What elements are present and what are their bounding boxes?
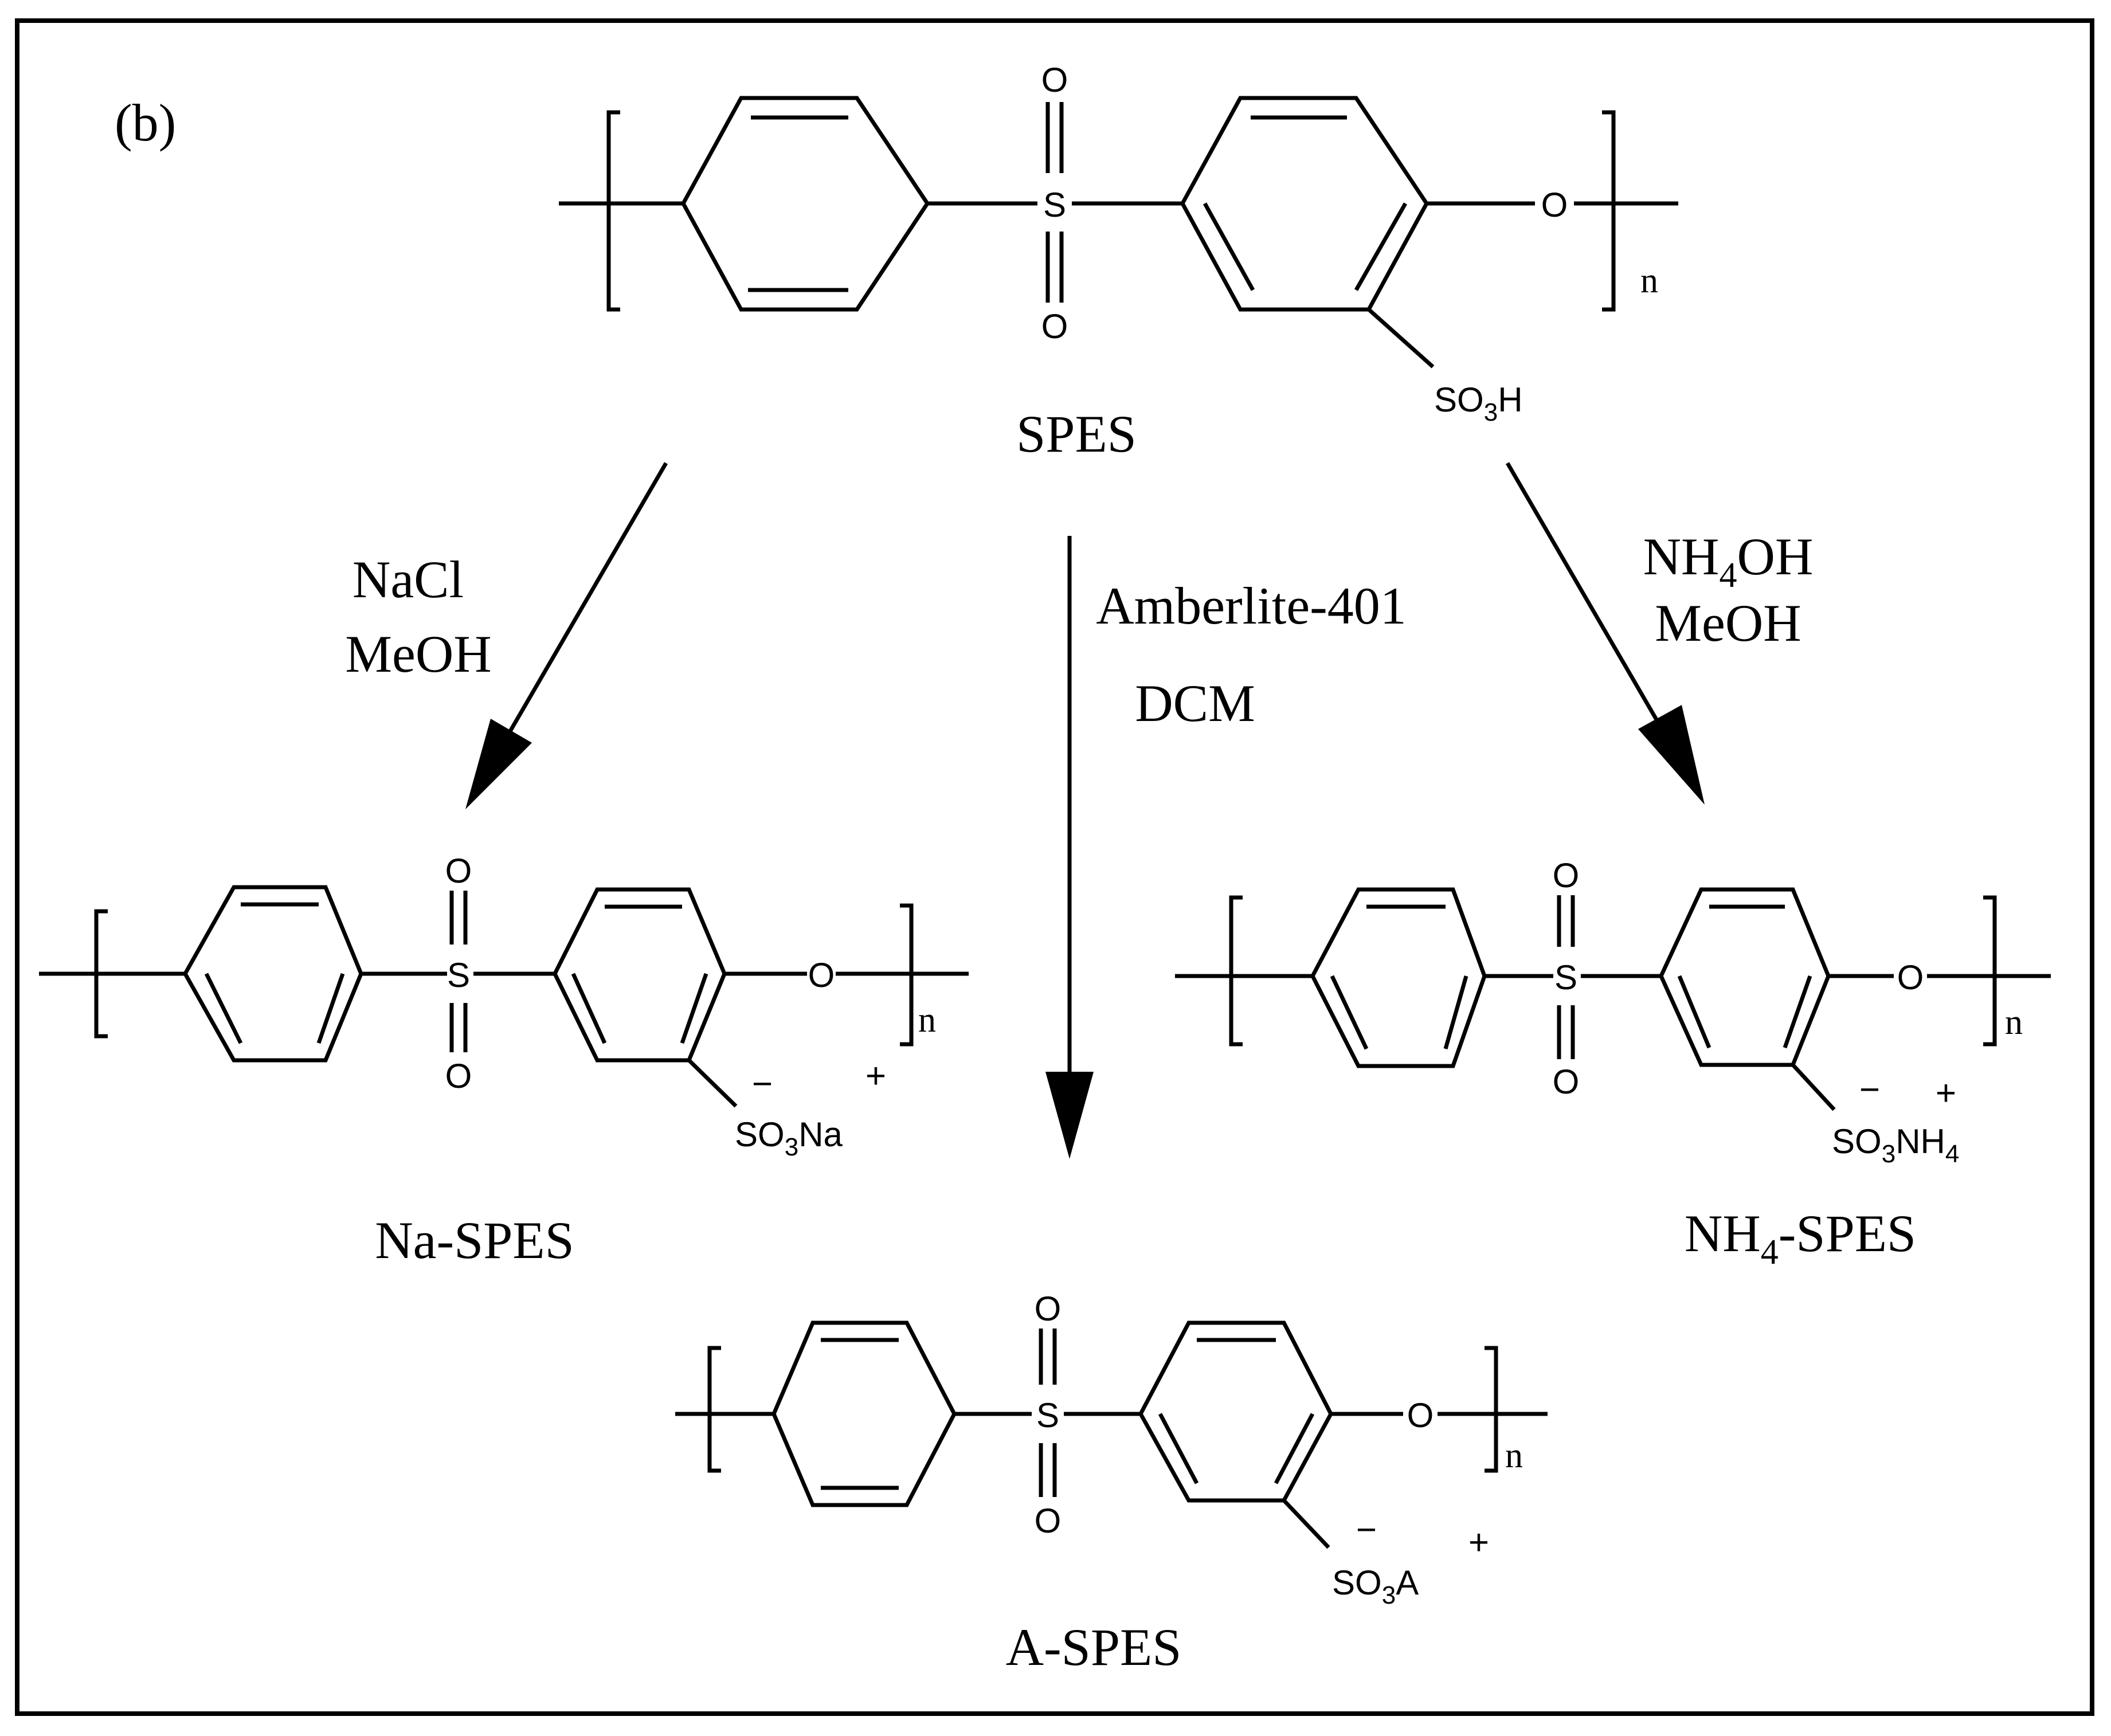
cation-charge: + — [1468, 1523, 1489, 1562]
sulfur-atom: S — [1036, 1396, 1059, 1435]
reagent-left-line1: NaCl — [353, 550, 464, 609]
anion-charge: − — [1356, 1510, 1377, 1550]
figure-frame — [15, 18, 2094, 1716]
sulfur-atom: S — [1554, 958, 1577, 997]
label-na-spes: Na-SPES — [375, 1211, 574, 1269]
oxygen-atom: O — [1041, 307, 1068, 346]
sulfur-atom: S — [1043, 186, 1066, 224]
structure-nh4-spes: S O O O n SO3NH4 − + — [1175, 856, 2051, 1168]
sulfonic-acid-group: SO3H — [1434, 381, 1523, 426]
structure-na-spes: S O O O n SO3Na − + — [39, 852, 969, 1161]
repeat-index: n — [1640, 261, 1658, 300]
repeat-index: n — [918, 1001, 936, 1040]
oxygen-atom: O — [445, 852, 472, 890]
label-spes: SPES — [1016, 405, 1137, 463]
cation-charge: + — [865, 1056, 886, 1096]
structure-a-spes: S O O O n SO3A − + — [675, 1290, 1548, 1609]
reagent-center-line2: DCM — [1135, 674, 1255, 732]
ammonium-sulfonate-group: SO3NH4 — [1832, 1122, 1959, 1168]
anion-charge: − — [1859, 1070, 1880, 1110]
oxygen-atom: O — [808, 956, 835, 994]
anion-charge: − — [752, 1064, 773, 1104]
sulfur-atom: S — [447, 956, 470, 994]
oxygen-atom: O — [1041, 61, 1068, 99]
cation-charge: + — [1936, 1073, 1956, 1113]
oxygen-atom: O — [1897, 958, 1924, 997]
structure-spes: S O O O n SO3H — [559, 61, 1678, 426]
a-sulfonate-group: SO3A — [1332, 1563, 1419, 1609]
oxygen-atom: O — [445, 1057, 472, 1095]
oxygen-atom: O — [1553, 856, 1580, 895]
oxygen-atom: O — [1553, 1063, 1580, 1101]
arrow-to-a-spes — [1045, 536, 1094, 1159]
oxygen-atom: O — [1035, 1290, 1062, 1328]
repeat-index: n — [2005, 1003, 2023, 1042]
reagent-left-line2: MeOH — [345, 625, 492, 683]
arrow-to-nh4-spes — [1505, 462, 1705, 805]
arrow-to-na-spes — [465, 462, 668, 809]
reagent-right-line2: MeOH — [1655, 594, 1801, 652]
repeat-index: n — [1505, 1436, 1523, 1475]
label-a-spes: A-SPES — [1006, 1618, 1182, 1676]
oxygen-atom: O — [1035, 1502, 1062, 1540]
sodium-sulfonate-group: SO3Na — [735, 1115, 843, 1161]
label-nh4-spes: NH4-SPES — [1685, 1204, 1916, 1272]
reagent-center-line1: Amberlite-401 — [1096, 577, 1407, 635]
panel-label: (b) — [115, 93, 176, 152]
oxygen-atom: O — [1541, 186, 1568, 224]
oxygen-atom: O — [1407, 1396, 1434, 1435]
reagent-right-line1: NH4OH — [1643, 527, 1814, 595]
